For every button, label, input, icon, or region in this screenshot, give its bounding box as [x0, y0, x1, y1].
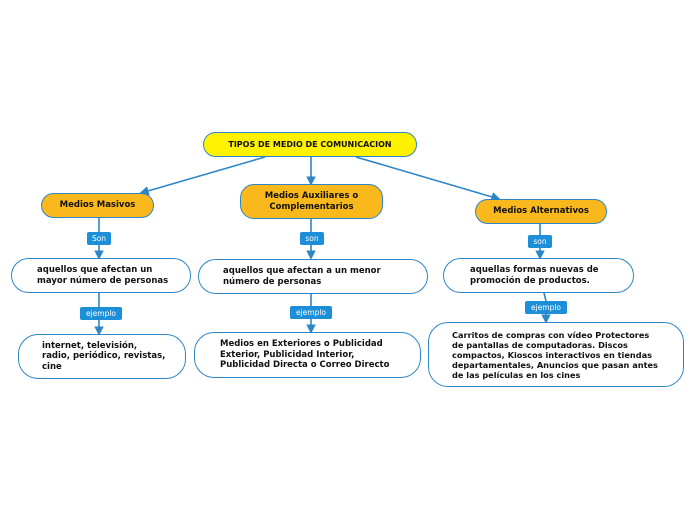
description-node[interactable]: aquellos que afectan un mayor número de …	[11, 258, 191, 293]
category-medios-auxiliares[interactable]: Medios Auxiliares o Complementarios	[240, 184, 383, 219]
example-node[interactable]: Medios en Exteriores o Publicidad Exteri…	[194, 332, 421, 378]
description-node[interactable]: aquellos que afectan a un menor número d…	[198, 259, 428, 294]
link-label-text: Son	[91, 234, 107, 243]
category-label: Medios Auxiliares o Complementarios	[264, 191, 359, 212]
link-label-text: son	[533, 237, 547, 246]
example-text: Medios en Exteriores o Publicidad Exteri…	[220, 339, 390, 371]
root-topic-label: TIPOS DE MEDIO DE COMUNICACION	[228, 139, 392, 149]
description-text: aquellos que afectan a un menor número d…	[223, 266, 381, 287]
description-text: aquellas formas nuevas de promoción de p…	[470, 265, 599, 286]
root-topic[interactable]: TIPOS DE MEDIO DE COMUNICACION	[203, 132, 417, 157]
category-medios-masivos[interactable]: Medios Masivos	[41, 193, 154, 218]
example-text: Carritos de compras con vídeo Protectore…	[452, 329, 658, 380]
link-label-text: son	[305, 234, 319, 243]
example-node[interactable]: internet, televisión, radio, periódico, …	[18, 334, 186, 379]
connector-root-masivos	[139, 156, 266, 196]
connector-root-alternativos	[355, 156, 501, 202]
link-label-ejemplo: ejemplo	[290, 306, 332, 319]
link-label-ejemplo: ejemplo	[525, 301, 567, 314]
connector-desc3-ejemplo	[543, 292, 547, 302]
link-label-text: ejemplo	[85, 309, 117, 318]
description-node[interactable]: aquellas formas nuevas de promoción de p…	[443, 258, 634, 293]
example-text: internet, televisión, radio, periódico, …	[42, 340, 166, 372]
example-node[interactable]: Carritos de compras con vídeo Protectore…	[428, 322, 684, 387]
category-label: Medios Alternativos	[493, 206, 589, 217]
category-medios-alternativos[interactable]: Medios Alternativos	[475, 199, 607, 224]
link-label-son: Son	[87, 232, 111, 245]
link-label-text: ejemplo	[295, 308, 327, 317]
link-label-ejemplo: ejemplo	[80, 307, 122, 320]
link-label-son: son	[528, 235, 552, 248]
category-label: Medios Masivos	[59, 200, 136, 211]
description-text: aquellos que afectan un mayor número de …	[37, 265, 169, 286]
link-label-text: ejemplo	[530, 303, 562, 312]
link-label-son: son	[300, 232, 324, 245]
